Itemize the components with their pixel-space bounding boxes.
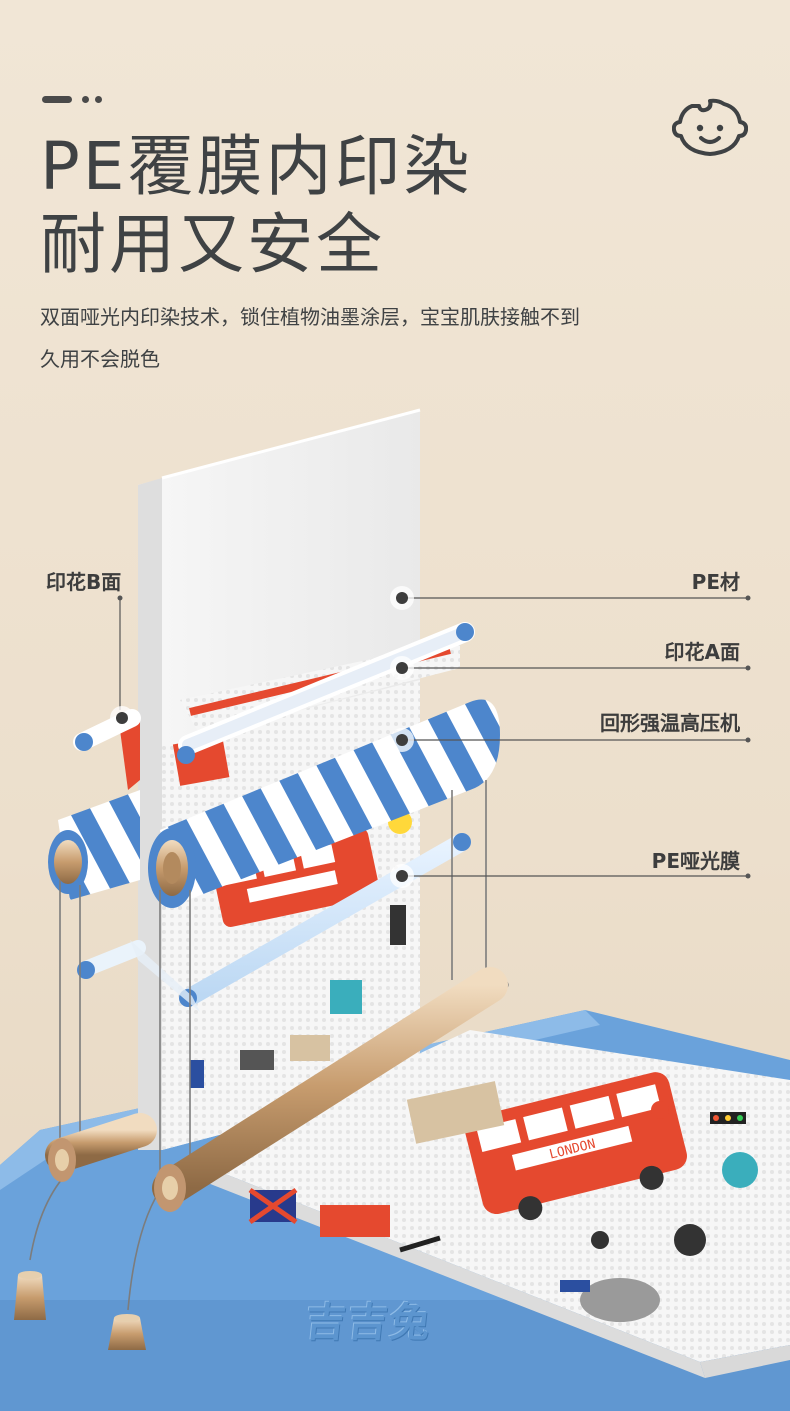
- label-press-machine: 回形强温高压机: [600, 711, 740, 735]
- page-title: PE覆膜内印染 耐用又安全: [40, 128, 473, 284]
- title-line-1: PE覆膜内印染: [40, 128, 473, 205]
- label-print-b: 印花B面: [46, 570, 122, 594]
- label-matte-film: PE哑光膜: [651, 849, 740, 873]
- decor-dot: [95, 96, 102, 103]
- product-illustration: LONDON: [0, 408, 790, 1411]
- brand-logo: 吉吉兔: [303, 1300, 434, 1346]
- description-line-2: 久用不会脱色: [40, 347, 160, 371]
- description: 双面哑光内印染技术，锁住植物油墨涂层，宝宝肌肤接触不到 久用不会脱色: [40, 296, 750, 380]
- label-pe-material: PE材: [691, 570, 740, 594]
- decor-dot: [82, 96, 89, 103]
- description-line-1: 双面哑光内印染技术，锁住植物油墨涂层，宝宝肌肤接触不到: [40, 305, 580, 329]
- title-line-2: 耐用又安全: [40, 206, 385, 283]
- label-print-a: 印花A面: [664, 640, 740, 664]
- decor-dash: [42, 96, 72, 103]
- baby-face-icon: [672, 98, 748, 156]
